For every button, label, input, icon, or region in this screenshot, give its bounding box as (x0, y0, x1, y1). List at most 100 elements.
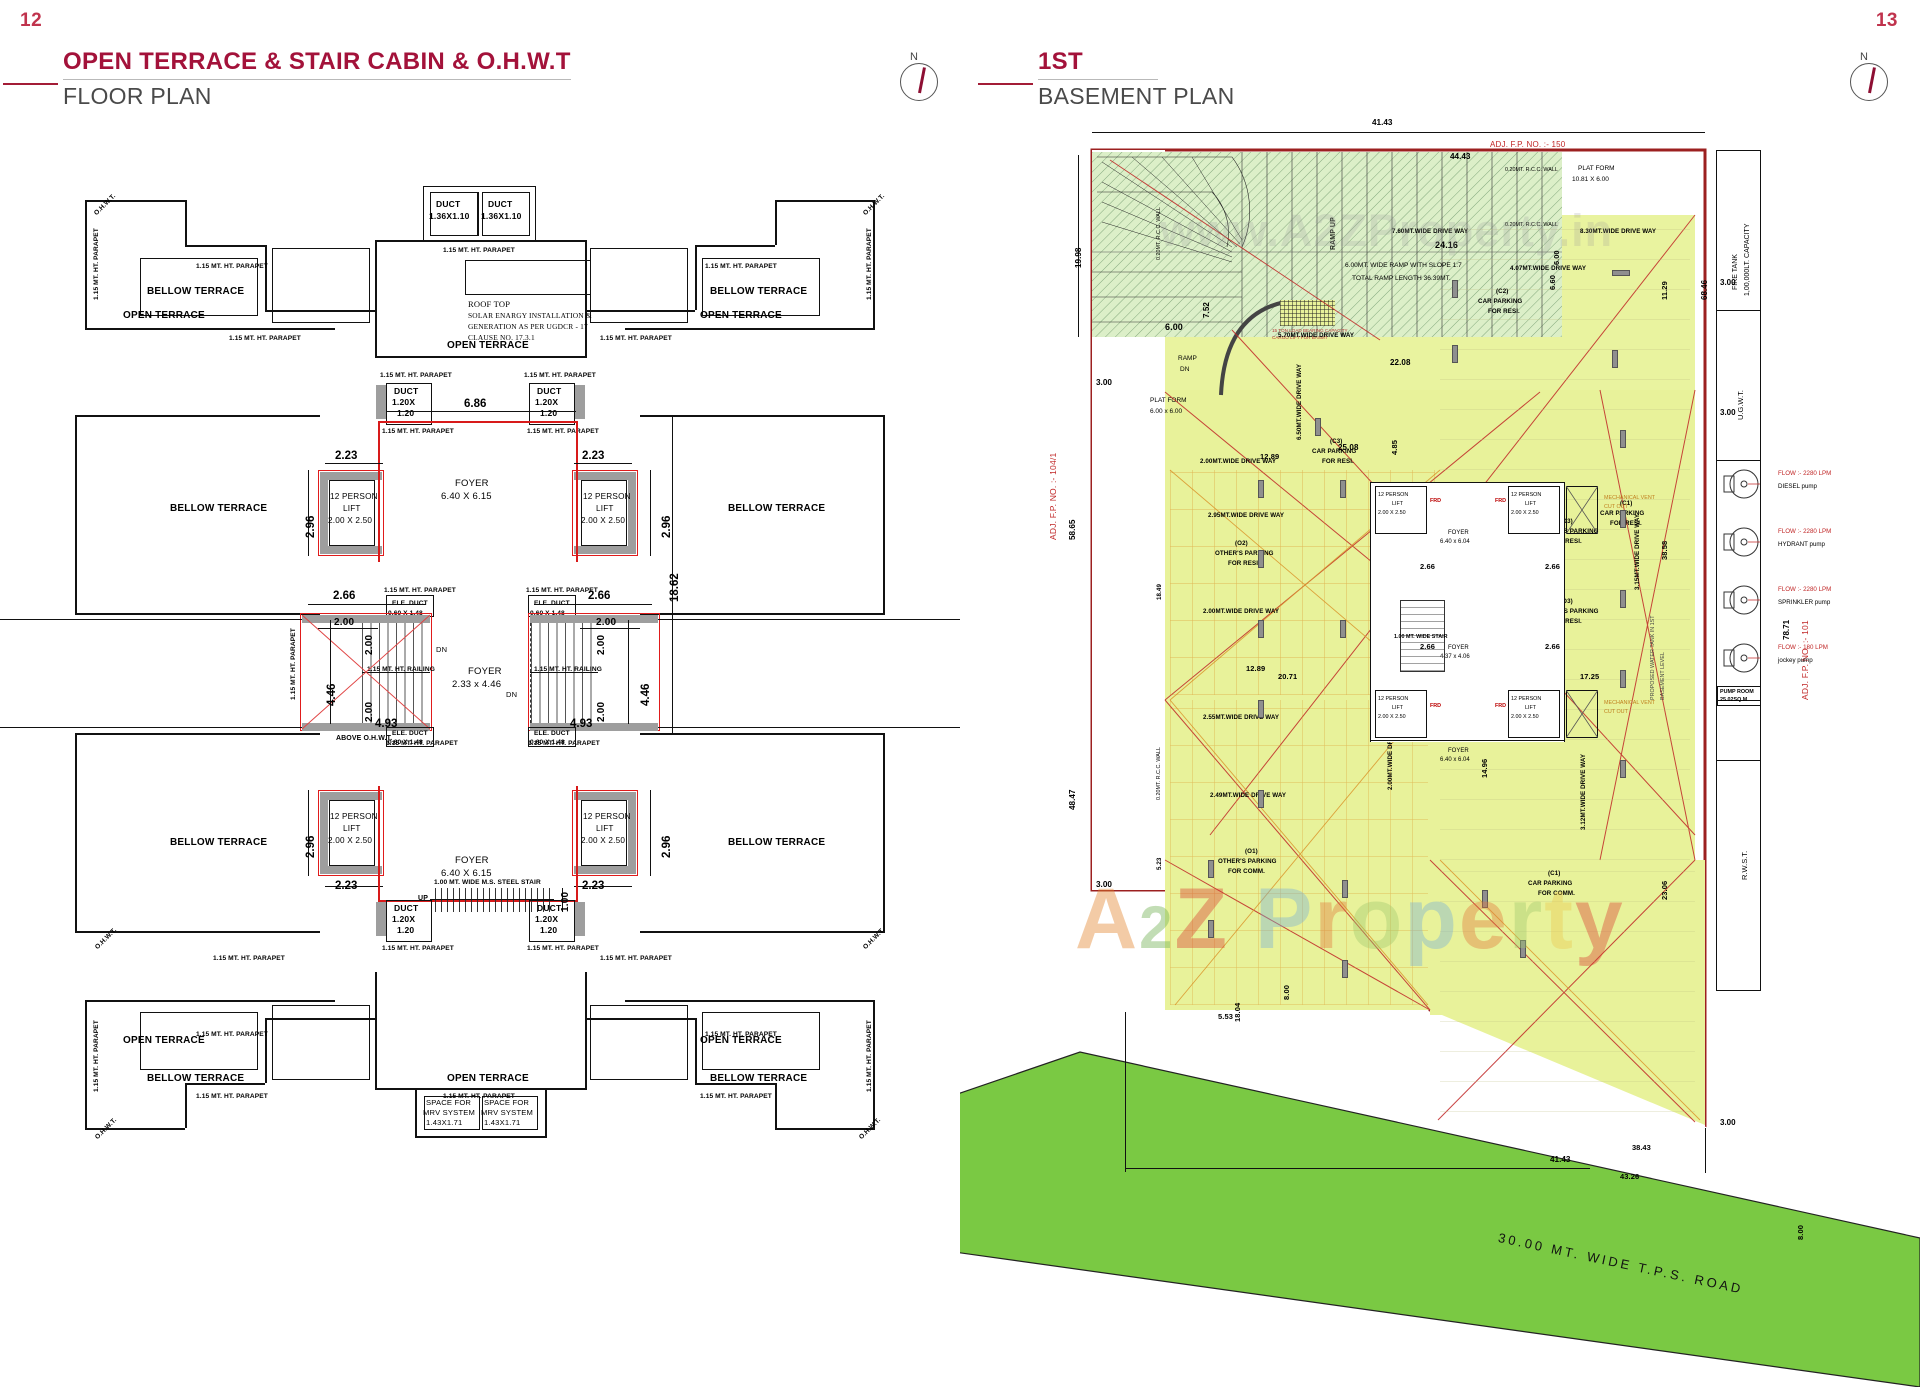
parking-c2-code: (C2) (1496, 288, 1509, 295)
mrv-label: SPACE FOR (426, 1098, 472, 1107)
ele-duct-label: ELE. DUCT (534, 730, 570, 737)
dim-296: 2.96 (305, 515, 317, 538)
left-page: 12 OPEN TERRACE & STAIR CABIN & O.H.W.T … (0, 10, 960, 1141)
lift-label: 12 PERSON (583, 492, 631, 501)
dim-223: 2.23 (582, 450, 605, 462)
parking-o2-l2: FOR RESI. (1228, 560, 1260, 567)
parking-o2-code: (O2) (1235, 540, 1248, 547)
dim-bottom-4326: 43.26 (1620, 1172, 1640, 1181)
dn-marker: DN (506, 690, 518, 699)
dim-1725: 17.25 (1580, 672, 1600, 681)
driveway-label-6: 2.95MT.WIDE DRIVE WAY (1208, 512, 1285, 519)
bellow-terrace-label-mr: BELLOW TERRACE (728, 503, 826, 514)
fire-door-label: FRD (1495, 498, 1507, 504)
parapet-note: 1.15 MT. HT. PARAPET (382, 945, 454, 952)
mrv-label: SPACE FOR (484, 1098, 530, 1107)
duct-label: 1.20X (392, 914, 416, 924)
bellow-terrace-label-tl: BELLOW TERRACE (147, 286, 245, 297)
parking-c2-l1: CAR PARKING (1478, 298, 1523, 305)
dim-west-setback-top: 3.00 (1096, 378, 1112, 387)
parapet-note: 1.15 MT. HT. PARAPET (526, 587, 598, 594)
foyer-stair-label: FOYER (468, 666, 502, 677)
compass-ring-icon (900, 63, 938, 101)
ramp-note-2: TOTAL RAMP LENGTH 36.39MT. (1352, 275, 1451, 282)
parking-c2-l2: FOR RESI. (1488, 308, 1520, 315)
pump-room-l2: 25.02SQ.M (1720, 697, 1748, 703)
parking-c3-l2: FOR RESI. (1322, 458, 1354, 465)
dim-bottom-1804: 18.04 (1233, 1002, 1242, 1022)
duct-label: 1.20 (397, 925, 415, 935)
fire-door-label: FRD (1430, 703, 1442, 709)
up-marker: UP (418, 895, 429, 902)
open-terrace-label-tr: OPEN TERRACE (700, 310, 782, 321)
platform-dim-1: 6.00 x 6.00 (1150, 408, 1183, 415)
driveway-label-8: 2.55MT.WIDE DRIVE WAY (1203, 714, 1280, 721)
core-lift-l2: LIFT (1392, 705, 1404, 711)
mrv-label: MRV SYSTEM (423, 1108, 476, 1117)
duct-label: DUCT (537, 903, 562, 913)
dim-600-west: 6.00 (1165, 322, 1183, 332)
parapet-note: 1.15 MT. HT. PARAPET (382, 428, 454, 435)
dim-296: 2.96 (661, 835, 673, 858)
railing-note: 1.15 MT. HT. RAILING (534, 666, 602, 673)
open-terrace-label-top: OPEN TERRACE (447, 340, 529, 351)
parapet-note: 1.15 MT. HT. PARAPET (196, 263, 268, 270)
dim-1289: 12.89 (1260, 452, 1280, 461)
ele-duct-label: ELE. DUCT (392, 730, 428, 737)
compass-north-label: N (1860, 51, 1868, 63)
open-terrace-label-bl: OPEN TERRACE (123, 1035, 205, 1046)
mrv-dim: 1.43X1.71 (484, 1118, 521, 1127)
lift-label: 2.00 X 2.50 (581, 516, 626, 525)
parapet-note: 1.15 MT. HT. PARAPET (443, 247, 515, 254)
parking-c1-code: (C1) (1620, 500, 1633, 507)
parking-o3-l2-r: FOR RESI. (1550, 538, 1582, 545)
pump-1-flow: FLOW :- 2280 LPM (1778, 528, 1832, 535)
dim-2508: 25.08 (1338, 443, 1359, 452)
driveway-label-2: 4.07MT.WIDE DRIVE WAY (1510, 265, 1587, 272)
lift-label: LIFT (343, 824, 361, 833)
lift-label: LIFT (596, 824, 614, 833)
core-lift-l2: LIFT (1525, 501, 1537, 507)
duct-label: 1.20X (392, 397, 416, 407)
dim-493: 4.93 (375, 718, 398, 730)
parapet-note: 1.15 MT. HT. PARAPET (290, 628, 297, 700)
duct-label: DUCT (394, 903, 419, 913)
dim-west-setback-bot: 3.00 (1096, 880, 1112, 889)
mech-vent-l1b: MECHANICAL VENT (1604, 700, 1656, 706)
dim-1289b: 12.89 (1246, 664, 1266, 673)
ramp-dn-line2: DN (1180, 366, 1190, 373)
right-page: 13 1ST BASEMENT PLAN N (960, 0, 1920, 1387)
parking-o2-l1: OTHER'S PARKING (1215, 550, 1274, 557)
parapet-note: 1.15 MT. HT. PARAPET (705, 263, 777, 270)
foyer-main-dim: 6.40 X 6.15 (441, 868, 492, 879)
ohwt-corner-note: O.H.W.T. (93, 192, 118, 217)
left-title-primary: OPEN TERRACE & STAIR CABIN & O.H.W.T (63, 48, 571, 80)
duct-label: DUCT (394, 386, 419, 396)
lift-label: LIFT (343, 504, 361, 513)
core-dim-266: 2.66 (1420, 642, 1435, 651)
lift-label: 2.00 X 2.50 (328, 836, 373, 845)
parapet-note: 1.15 MT. HT. PARAPET (93, 228, 100, 300)
mrv-label: MRV SYSTEM (481, 1108, 534, 1117)
lift-label: 2.00 X 2.50 (581, 836, 626, 845)
basement-plan-drawing: 24.16 6.00MT. WIDE RAMP WITH SLOPE 1:7 T… (960, 0, 1920, 1387)
rooftop-note-line-1: ROOF TOP (468, 299, 511, 309)
dim-bottom-800b: 8.00 (1796, 1225, 1805, 1240)
driveway-label-3: 5.70MT.WIDE DRIVE WAY (1278, 332, 1355, 339)
dim-1862: 18.62 (669, 573, 681, 602)
duct-label: DUCT (537, 386, 562, 396)
lift-label: 2.00 X 2.50 (328, 516, 373, 525)
parapet-note: 1.15 MT. HT. PARAPET (866, 228, 873, 300)
driveway-label-7: 2.00MT.WIDE DRIVE WAY (1203, 608, 1280, 615)
dn-marker: DN (436, 645, 448, 654)
dim-top-overall: 41.43 (1372, 118, 1393, 127)
cargo-lift-note-2: CARGO LIFT FOR BASMT (1272, 335, 1328, 340)
core-stair-note: 1.00 MT. WIDE STAIR (1394, 634, 1448, 640)
parapet-note: 1.15 MT. HT. PARAPET (380, 372, 452, 379)
core-foyer-bot-l1: FOYER (1448, 748, 1469, 754)
core-foyer-bot-l2: 6.40 x 6.04 (1440, 757, 1470, 763)
core-dim-266: 2.66 (1420, 562, 1435, 571)
right-title-secondary: BASEMENT PLAN (1038, 83, 1235, 109)
compass-north-label: N (910, 51, 918, 63)
page-number-right: 13 (1875, 10, 1898, 31)
